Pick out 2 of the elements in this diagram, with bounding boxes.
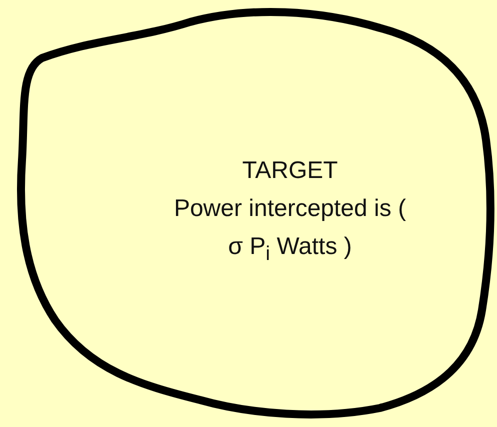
target-heading: TARGET	[241, 156, 339, 186]
target-description: Power intercepted is ( σ P$_{i}$ Watts )	[172, 194, 408, 267]
